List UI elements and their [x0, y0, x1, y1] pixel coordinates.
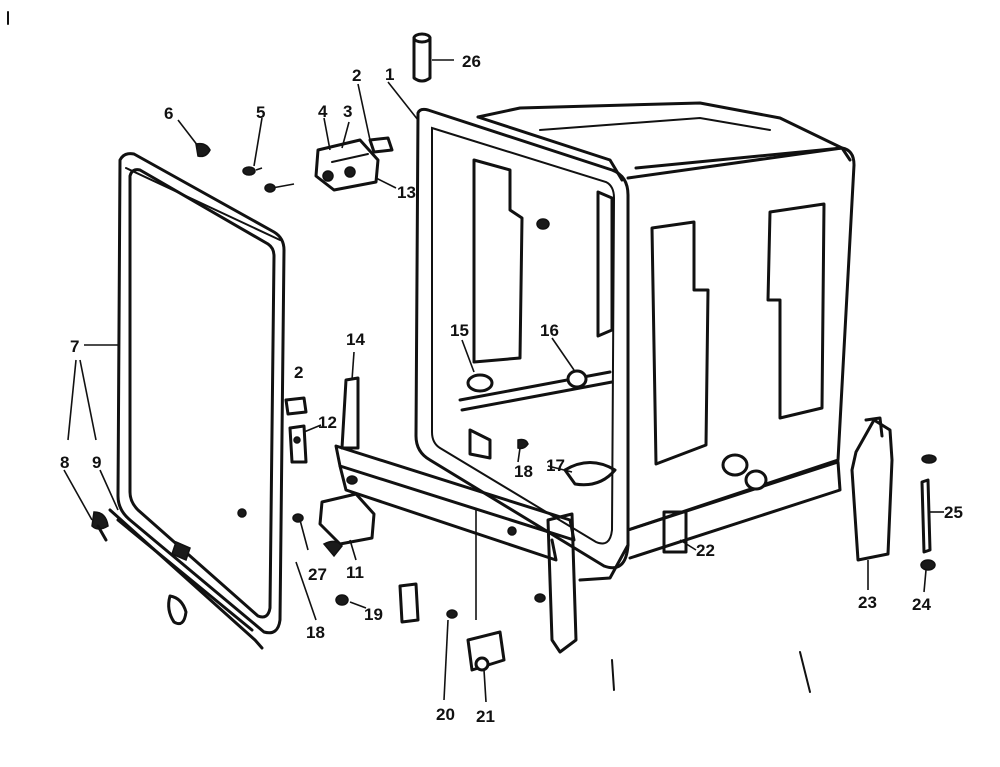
callout-22: 22	[696, 541, 715, 560]
callout-5: 5	[256, 103, 265, 122]
callout-19: 19	[364, 605, 383, 624]
stray-mark	[799, 651, 811, 693]
callout-2-top: 2	[352, 66, 361, 85]
callout-24: 24	[912, 595, 931, 614]
callout-2-mid: 2	[294, 363, 303, 382]
callout-20: 20	[436, 705, 455, 724]
callout-14: 14	[346, 330, 365, 349]
door-gasket-assembly	[91, 152, 286, 650]
callout-18-left: 18	[306, 623, 325, 642]
callout-labels: 1 2 3 4 5 6 26 13 7 8 9 14 15 16 2 12 18…	[60, 52, 963, 726]
callout-6: 6	[164, 104, 173, 123]
callout-1: 1	[385, 65, 394, 84]
callout-8: 8	[60, 453, 69, 472]
callout-12: 12	[318, 413, 337, 432]
callout-25: 25	[944, 503, 963, 522]
small-parts	[195, 32, 937, 672]
callout-3: 3	[343, 102, 352, 121]
tub-assembly	[414, 101, 856, 582]
callout-23: 23	[858, 593, 877, 612]
leader-lines	[63, 59, 944, 703]
callout-7: 7	[70, 337, 79, 356]
callout-9: 9	[92, 453, 101, 472]
callout-18-right: 18	[514, 462, 533, 481]
callout-21: 21	[476, 707, 495, 726]
stray-mark	[611, 659, 615, 691]
callout-26: 26	[462, 52, 481, 71]
callout-17: 17	[546, 456, 565, 475]
callout-16: 16	[540, 321, 559, 340]
callout-11: 11	[346, 563, 364, 582]
callout-27: 27	[308, 565, 327, 584]
callout-13: 13	[397, 183, 416, 202]
callout-4: 4	[318, 102, 328, 121]
callout-15: 15	[450, 321, 469, 340]
